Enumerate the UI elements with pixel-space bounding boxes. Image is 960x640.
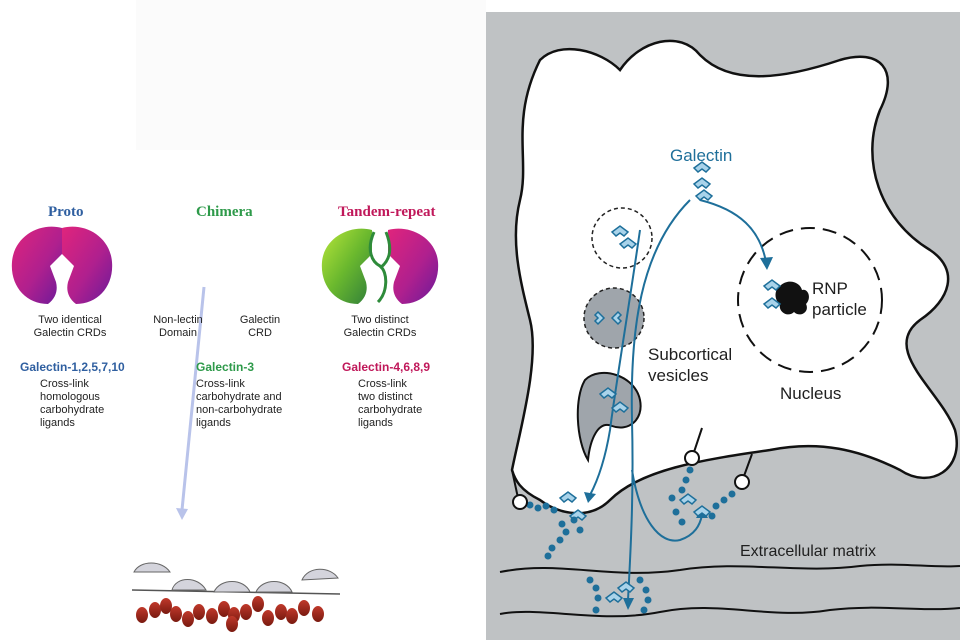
tandem-crd-pair-icon	[321, 228, 439, 304]
proto-title: Proto	[48, 204, 84, 220]
proto-structure-label: Two identical Galectin CRDs	[33, 314, 107, 339]
nucleus-label: Nucleus	[780, 384, 842, 403]
tandem-title: Tandem-repeat	[338, 204, 436, 220]
galectin-trafficking-arrows	[589, 199, 767, 601]
rnp-particle-label: RNP particle	[812, 279, 867, 319]
extracellular-matrix-fibers	[499, 563, 960, 618]
chimera-nonlectin-label: Non-lectin Domain	[153, 314, 203, 339]
cell-outline	[510, 39, 958, 515]
membrane-receptors	[511, 427, 753, 510]
subcortical-vesicles-label: Subcortical vesicles	[648, 345, 733, 385]
tandem-function: Cross-link two distinct carbohydrate lig…	[358, 378, 423, 429]
galectin-lattice-illustration	[131, 562, 341, 632]
pointer-arrow	[176, 286, 206, 520]
nucleus-envelope	[737, 227, 883, 373]
tandem-members: Galectin-4,6,8,9	[342, 360, 431, 374]
rnp-particle	[775, 281, 809, 315]
chimera-function: Cross-link carbohydrate and non-carbohyd…	[196, 378, 283, 429]
carbohydrate-bead-chain	[136, 596, 324, 632]
background-patch	[136, 0, 486, 150]
galectin-label: Galectin	[670, 146, 733, 165]
galectin-molecules	[558, 161, 782, 603]
chimera-members: Galectin-3	[196, 360, 255, 374]
chimera-crd-label: Galectin CRD	[239, 314, 281, 339]
proto-members: Galectin-1,2,5,7,10	[20, 360, 125, 374]
proto-crd-pair-icon	[11, 226, 113, 304]
tandem-structure-label: Two distinct Galectin CRDs	[343, 314, 417, 339]
membrane-vesicle-bulge	[576, 371, 642, 464]
extracellular-matrix-label: Extracellular matrix	[740, 543, 877, 560]
proto-function: Cross-link homologous carbohydrate ligan…	[40, 378, 105, 429]
chimera-title: Chimera	[196, 204, 253, 220]
cytosolic-vesicle	[591, 207, 653, 269]
